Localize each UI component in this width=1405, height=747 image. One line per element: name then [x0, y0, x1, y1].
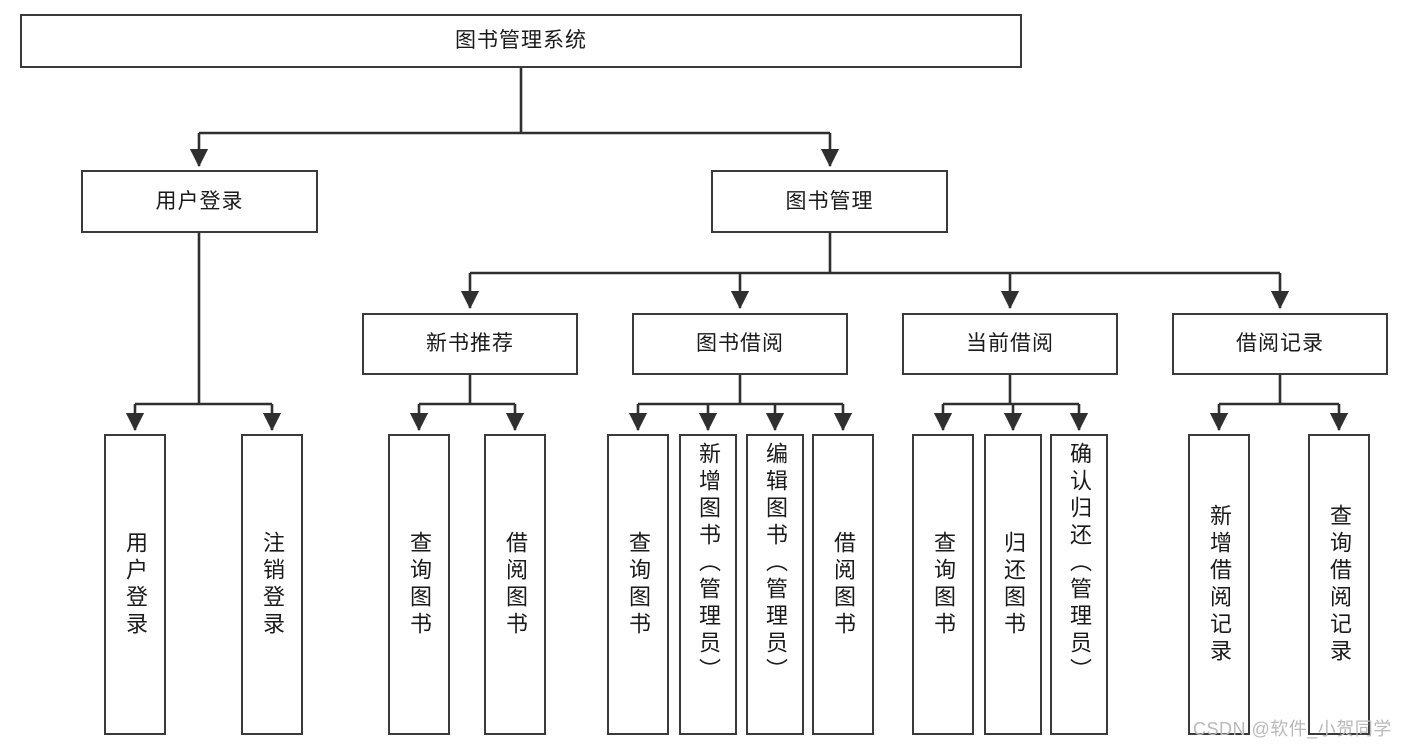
node-root-label: 图书管理系统 — [455, 29, 587, 53]
leaf-edit-book-admin[interactable]: 编辑图书（管理员） — [746, 434, 804, 735]
leaf-query-book-current[interactable]: 查询图书 — [912, 434, 974, 735]
leaf-query-borrow-record-label: 查询借阅记录 — [1327, 503, 1352, 666]
leaf-edit-book-admin-label: 编辑图书（管理员） — [763, 442, 788, 685]
leaf-add-borrow-record[interactable]: 新增借阅记录 — [1188, 434, 1250, 735]
leaf-logout[interactable]: 注销登录 — [241, 434, 303, 735]
node-book-management-label: 图书管理 — [785, 189, 874, 213]
node-new-book-recommend[interactable]: 新书推荐 — [362, 313, 578, 375]
leaf-borrow-book-recommend-label: 借阅图书 — [503, 530, 528, 639]
leaf-query-book-borrow[interactable]: 查询图书 — [607, 434, 669, 735]
node-new-book-recommend-label: 新书推荐 — [426, 332, 514, 356]
node-user-login[interactable]: 用户登录 — [81, 170, 318, 233]
node-book-borrow[interactable]: 图书借阅 — [632, 313, 848, 375]
leaf-query-book-borrow-label: 查询图书 — [626, 530, 651, 639]
leaf-return-book-label: 归还图书 — [1001, 530, 1026, 639]
watermark: CSDN @软件_小贺同学 — [1193, 719, 1392, 739]
leaf-borrow-book-recommend[interactable]: 借阅图书 — [484, 434, 546, 735]
leaf-user-login-label: 用户登录 — [123, 530, 148, 639]
node-user-login-label: 用户登录 — [155, 189, 244, 213]
leaf-query-borrow-record[interactable]: 查询借阅记录 — [1308, 434, 1370, 735]
leaf-logout-label: 注销登录 — [260, 530, 285, 639]
leaf-user-login[interactable]: 用户登录 — [104, 434, 166, 735]
leaf-add-book-admin-label: 新增图书（管理员） — [696, 442, 721, 685]
leaf-query-book-recommend[interactable]: 查询图书 — [388, 434, 450, 735]
leaf-query-book-recommend-label: 查询图书 — [407, 530, 432, 639]
node-root[interactable]: 图书管理系统 — [20, 14, 1022, 68]
node-borrow-records[interactable]: 借阅记录 — [1172, 313, 1388, 375]
leaf-add-book-admin[interactable]: 新增图书（管理员） — [679, 434, 737, 735]
leaf-return-book[interactable]: 归还图书 — [984, 434, 1042, 735]
node-book-borrow-label: 图书借阅 — [696, 332, 784, 356]
node-borrow-records-label: 借阅记录 — [1236, 332, 1324, 356]
leaf-add-borrow-record-label: 新增借阅记录 — [1207, 503, 1232, 666]
leaf-borrow-book[interactable]: 借阅图书 — [812, 434, 874, 735]
leaf-confirm-return-admin[interactable]: 确认归还（管理员） — [1050, 434, 1108, 735]
leaf-confirm-return-admin-label: 确认归还（管理员） — [1067, 442, 1092, 685]
leaf-borrow-book-label: 借阅图书 — [831, 530, 856, 639]
node-current-borrow[interactable]: 当前借阅 — [902, 313, 1118, 375]
leaf-query-book-current-label: 查询图书 — [931, 530, 956, 639]
node-current-borrow-label: 当前借阅 — [966, 332, 1054, 356]
node-book-management[interactable]: 图书管理 — [711, 170, 948, 233]
